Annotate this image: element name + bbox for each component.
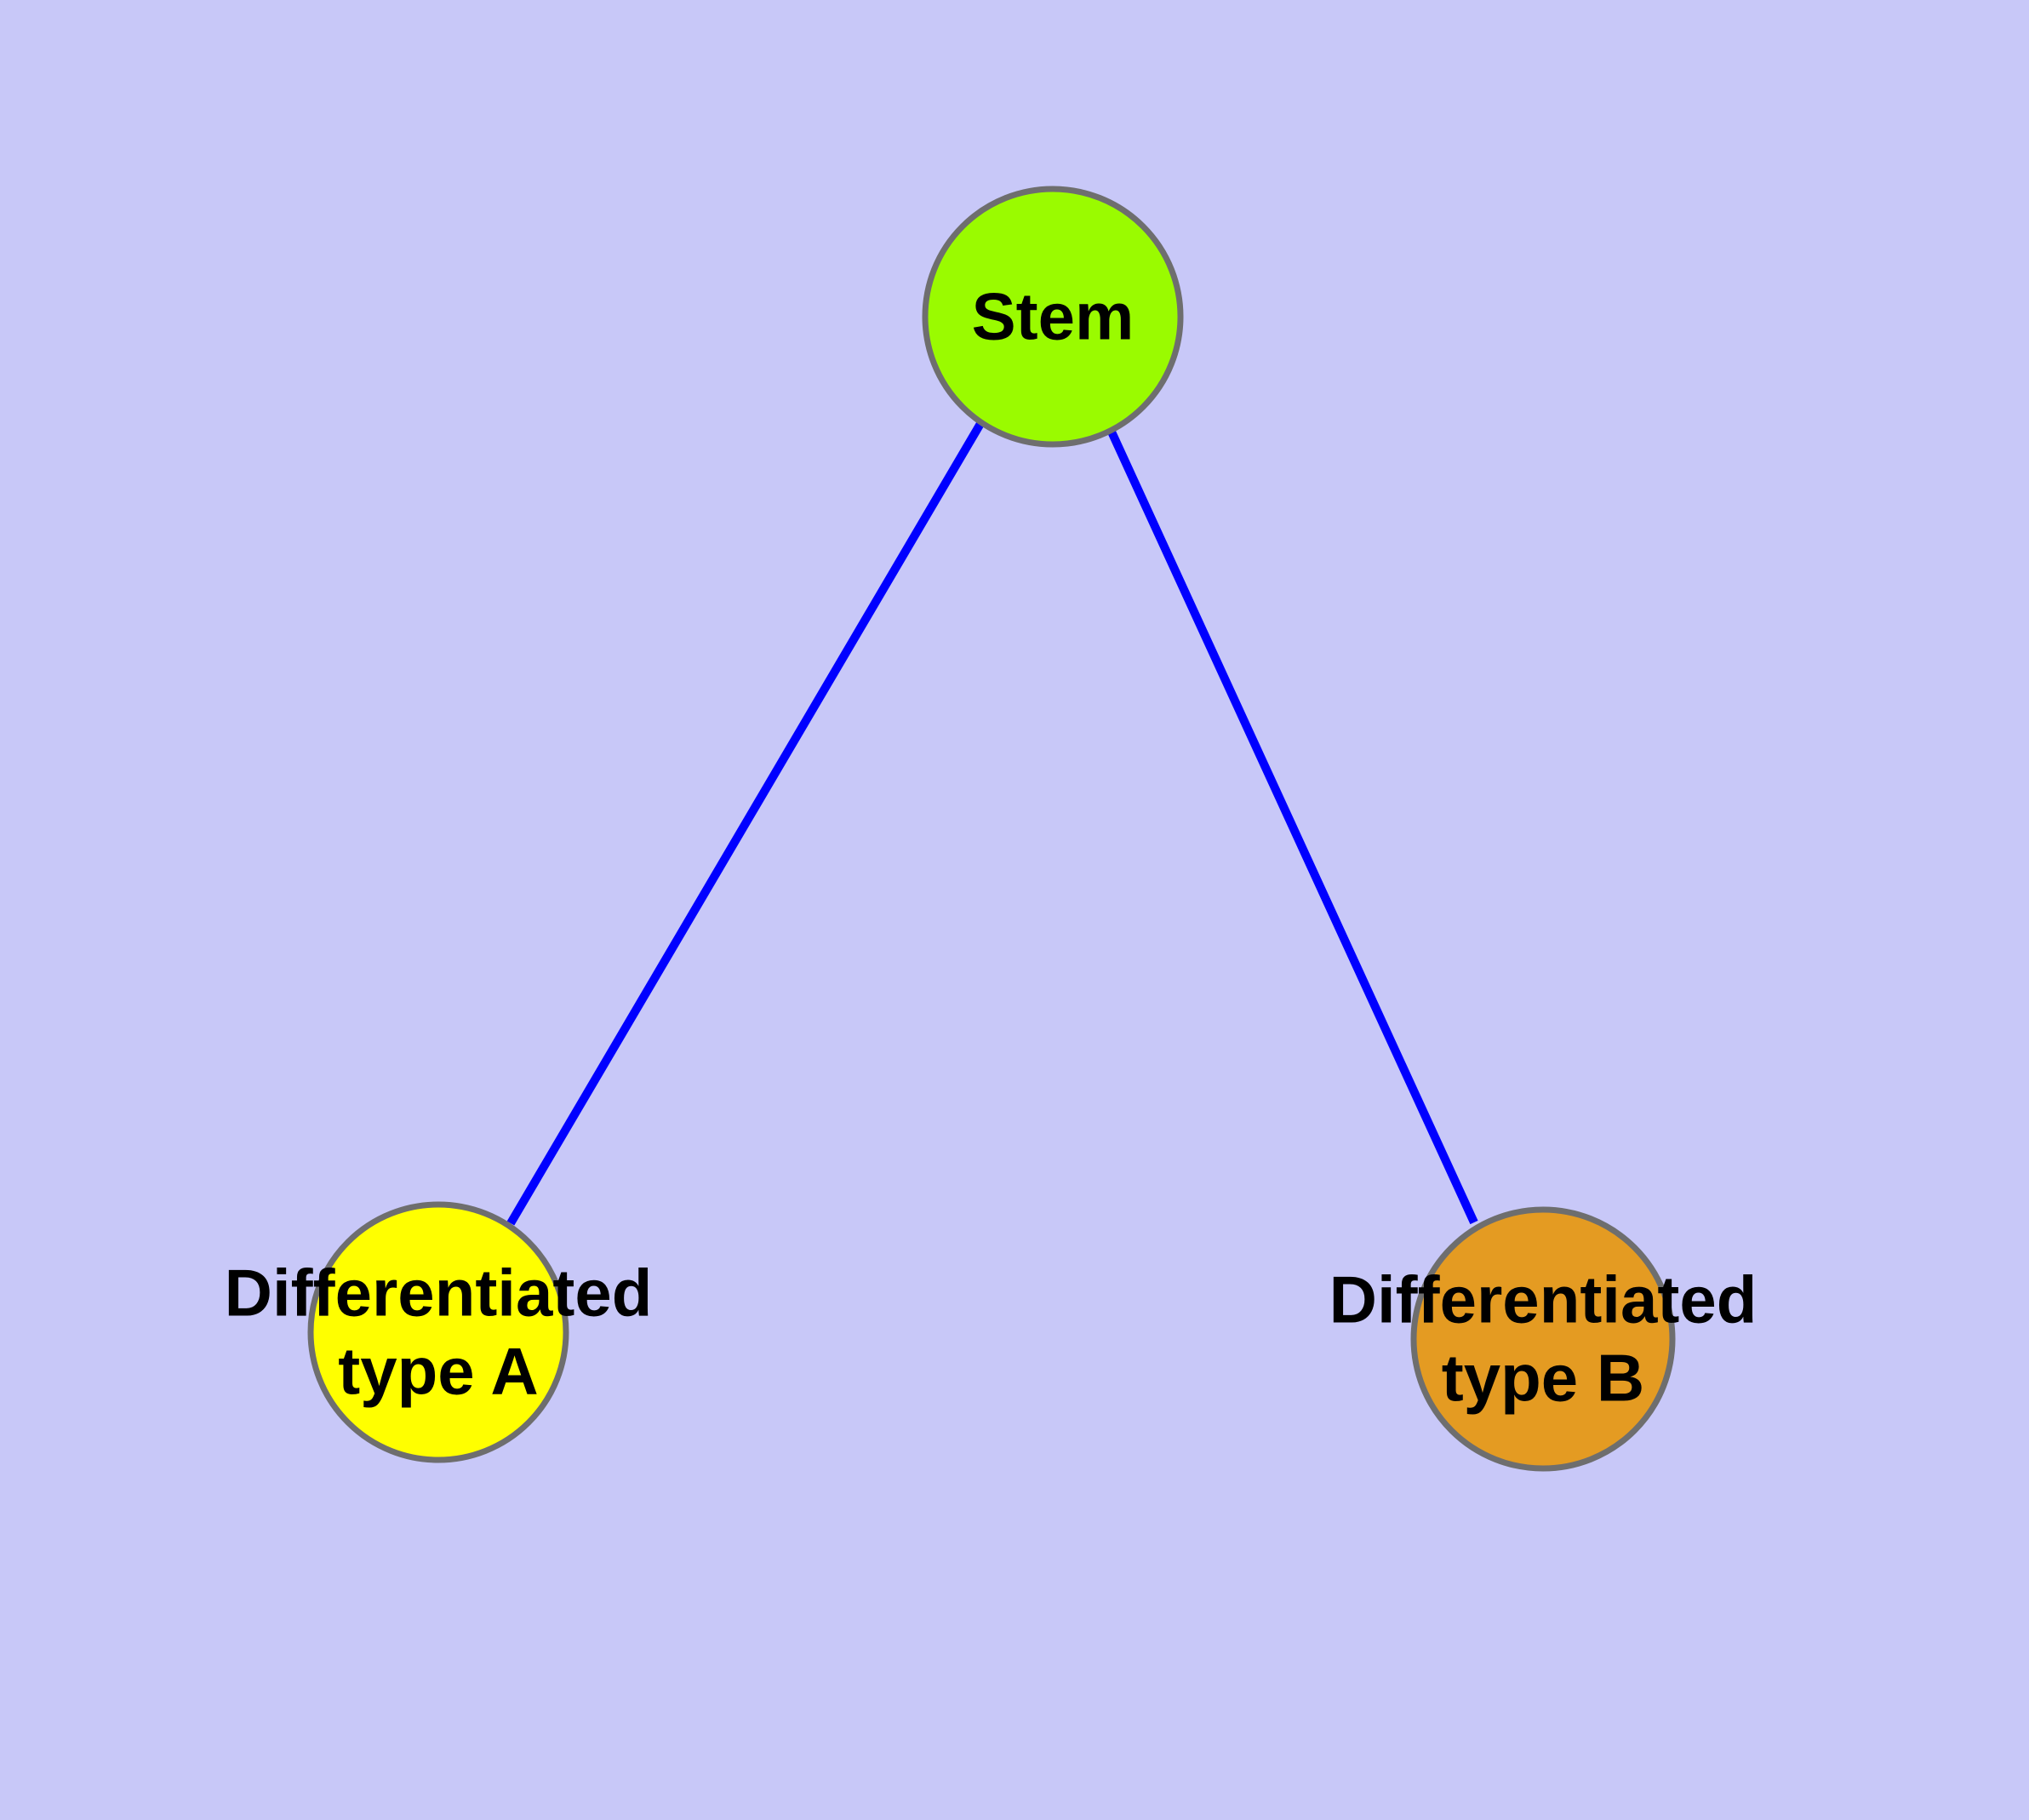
node-differentiated-type-a-circle[interactable] xyxy=(307,1201,569,1463)
node-stem-circle[interactable] xyxy=(922,186,1184,448)
edge-stem-to-differentiated-type-b[interactable] xyxy=(1106,427,1478,1225)
node-stem[interactable]: Stem xyxy=(922,186,1184,448)
edge-stem-to-differentiated-type-a[interactable] xyxy=(506,420,986,1226)
node-differentiated-type-b-circle[interactable] xyxy=(1410,1206,1676,1472)
edges-group xyxy=(506,420,1478,1226)
node-stem-label: Stem xyxy=(972,279,1135,354)
